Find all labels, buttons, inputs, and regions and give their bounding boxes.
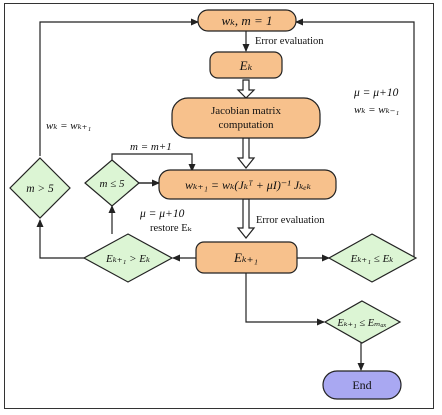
decision-m-gt-5-text: m > 5: [26, 183, 54, 195]
wk-assign-left: wₖ = wₖ₊₁: [46, 120, 91, 132]
decision-ek1-gt-ek: [82, 233, 174, 283]
jacobian-line2: computation: [219, 119, 274, 131]
edge-ek1-to-emax: [245, 273, 325, 326]
mu-inc-mid: μ = μ+10: [139, 208, 185, 220]
mu-inc-right: μ = μ+10: [353, 87, 399, 99]
node-error-k: [209, 51, 283, 79]
decision-m-le-5: [84, 159, 140, 207]
decision-m-le-5-text: m ≤ 5: [100, 178, 125, 190]
error-eval-label-1: Error evaluation: [255, 36, 324, 47]
error-eval-label-2: Error evaluation: [256, 215, 325, 226]
decision-ek1-le-emax-text: Eₖ₊₁ ≤ Eₘₐₓ: [336, 318, 386, 329]
error-k1-text: Eₖ₊₁: [233, 250, 258, 265]
edge-ek1leek-to-init: [295, 18, 415, 258]
m-increment-label: m = m+1: [130, 141, 172, 153]
node-error-k1: [195, 241, 298, 274]
wk-assign-right: wₖ = wₖ₋₁: [354, 104, 399, 116]
decision-ek1-le-ek-text: Eₖ₊₁ ≤ Eₖ: [350, 253, 394, 265]
edge-mgt5-to-init: [39, 18, 199, 156]
end-text: End: [352, 378, 371, 392]
connectors: [36, 18, 415, 371]
decision-m-gt-5: [9, 157, 71, 219]
block-arrow-update-to-ek1: [236, 198, 256, 239]
block-arrows: [236, 79, 256, 239]
block-arrow-jacobian-to-update: [236, 137, 256, 169]
error-k-text: Eₖ: [239, 58, 253, 73]
decision-ek1-gt-ek-text: Eₖ₊₁ > Eₖ: [105, 253, 150, 265]
node-end: [322, 370, 402, 400]
decision-ek1-le-ek: [327, 233, 418, 283]
update-text: wₖ₊₁ = wₖ(Jₖᵀ + μI)⁻¹ Jₖₑₖ: [185, 178, 312, 192]
restore-ek-label: restore Eₖ: [150, 223, 193, 234]
node-jacobian: [171, 97, 321, 139]
jacobian-line1: Jacobian matrix: [211, 105, 281, 117]
decision-ek1-le-emax: [323, 300, 402, 344]
init-text: wₖ, m = 1: [221, 13, 272, 28]
node-init: [197, 9, 297, 32]
node-update: [158, 169, 337, 200]
edge-gt-to-mgt5: [36, 219, 84, 259]
block-arrow-ek-to-jacobian: [236, 79, 256, 99]
